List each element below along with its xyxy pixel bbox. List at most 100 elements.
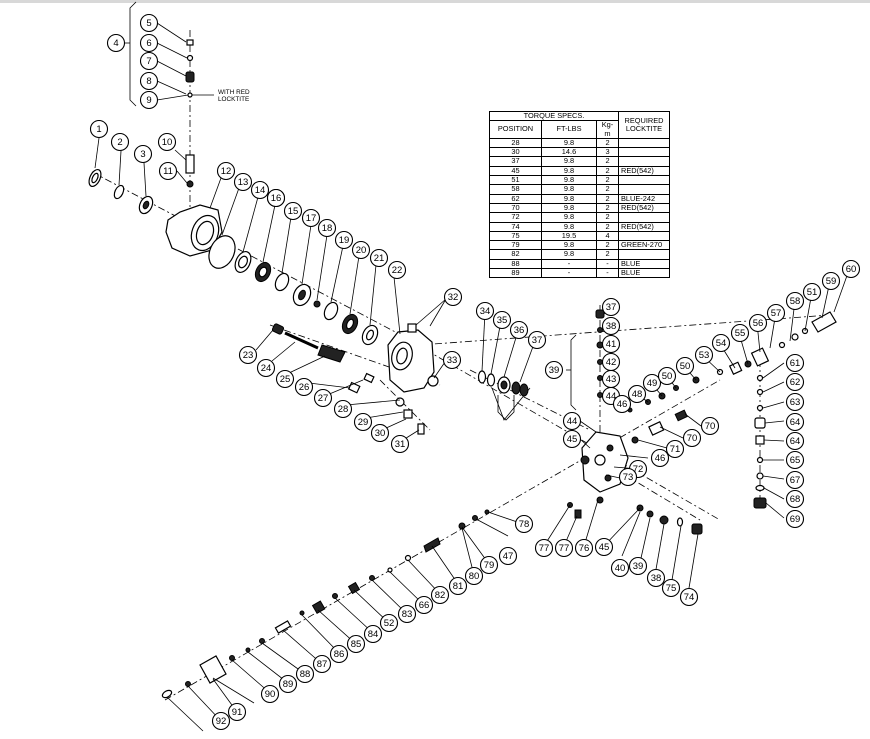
callout-circle: [628, 556, 648, 576]
callout-87: 87: [312, 654, 332, 674]
cell-locktite: [618, 212, 670, 223]
callout-number: 83: [402, 609, 413, 620]
callout-circle: [250, 180, 270, 200]
callout-circle: [333, 399, 353, 419]
callout-73: 73: [618, 467, 638, 487]
callout-63: 63: [785, 392, 805, 412]
callout-number: 57: [771, 308, 782, 319]
callout-circle: [313, 388, 333, 408]
callout-38: 38: [646, 568, 666, 588]
callout-77: 77: [534, 538, 554, 558]
callout-circle: [317, 218, 337, 238]
callout-59: 59: [821, 271, 841, 291]
callout-circle: [562, 429, 582, 449]
callout-circle: [387, 260, 407, 280]
callout-78: 78: [514, 514, 534, 534]
callout-circle: [260, 684, 280, 704]
callout-number: 31: [395, 439, 406, 450]
callout-circle: [730, 323, 750, 343]
callout-circle: [498, 546, 518, 566]
callout-number: 8: [146, 76, 151, 87]
callout-46: 46: [612, 394, 632, 414]
locktite-note-line2: LOCKTITE: [218, 96, 250, 103]
cell-kgm: 2: [596, 184, 619, 195]
callout-circle: [353, 412, 373, 432]
callout-number: 66: [419, 600, 430, 611]
callout-number: 9: [146, 95, 151, 106]
callout-circle: [329, 644, 349, 664]
callout-85: 85: [346, 634, 366, 654]
callout-11: 11: [158, 161, 178, 181]
callout-30: 30: [370, 423, 390, 443]
callout-circle: [785, 353, 805, 373]
callout-67: 67: [785, 470, 805, 490]
callout-number: 86: [334, 649, 345, 660]
callout-circle: [646, 568, 666, 588]
callout-number: 79: [484, 560, 495, 571]
callout-92: 92: [211, 711, 231, 731]
callout-4: 4: [106, 33, 126, 53]
callout-circle: [346, 634, 366, 654]
callout-circle: [312, 654, 332, 674]
callout-number: 76: [579, 543, 590, 554]
callout-number: 16: [271, 193, 282, 204]
callout-circle: [351, 240, 371, 260]
callout-circle: [766, 303, 786, 323]
callout-number: 64: [790, 436, 801, 447]
callout-number: 71: [670, 444, 681, 455]
callout-number: 92: [216, 716, 227, 727]
callout-circle: [397, 604, 417, 624]
callout-circle: [785, 509, 805, 529]
callout-69: 69: [785, 509, 805, 529]
callout-48: 48: [627, 384, 647, 404]
cell-locktite: [618, 156, 670, 167]
callout-14: 14: [250, 180, 270, 200]
callout-40: 40: [610, 558, 630, 578]
cell-kgm: 2: [596, 212, 619, 223]
callout-circle: [475, 301, 495, 321]
callout-42: 42: [601, 352, 621, 372]
callout-circle: [574, 538, 594, 558]
callout-29: 29: [353, 412, 373, 432]
callout-15: 15: [283, 201, 303, 221]
callout-number: 88: [300, 669, 311, 680]
cell-locktite: [618, 137, 670, 149]
column-header-kgm: Kg-m: [596, 120, 619, 139]
callout-circle: [785, 372, 805, 392]
callout-circle: [479, 555, 499, 575]
callout-number: 7: [146, 56, 151, 67]
callout-number: 53: [699, 350, 710, 361]
callout-circle: [106, 33, 126, 53]
callout-circle: [390, 434, 410, 454]
callout-circle: [369, 248, 389, 268]
callout-44: 44: [562, 411, 582, 431]
callout-circle: [610, 558, 630, 578]
cell-locktite: BLUE: [618, 268, 670, 279]
callout-83: 83: [397, 604, 417, 624]
callout-circle: [363, 624, 383, 644]
locktite-note-line1: WITH RED: [218, 89, 250, 96]
callout-number: 6: [146, 38, 151, 49]
part-shapes: [88, 39, 837, 699]
callout-circle: [139, 33, 159, 53]
callout-circle: [694, 345, 714, 365]
callout-circle: [464, 566, 484, 586]
callout-number: 85: [351, 639, 362, 650]
leader-lines: [94, 22, 850, 732]
callout-68: 68: [785, 489, 805, 509]
callout-circle: [139, 71, 159, 91]
callout-86: 86: [329, 644, 349, 664]
callout-64: 64: [785, 412, 805, 432]
callout-circle: [275, 369, 295, 389]
callout-number: 70: [687, 433, 698, 444]
callout-circle: [334, 230, 354, 250]
callout-circle: [278, 674, 298, 694]
callout-number: 1: [96, 124, 101, 135]
callout-number: 27: [318, 393, 329, 404]
callout-number: 65: [790, 455, 801, 466]
